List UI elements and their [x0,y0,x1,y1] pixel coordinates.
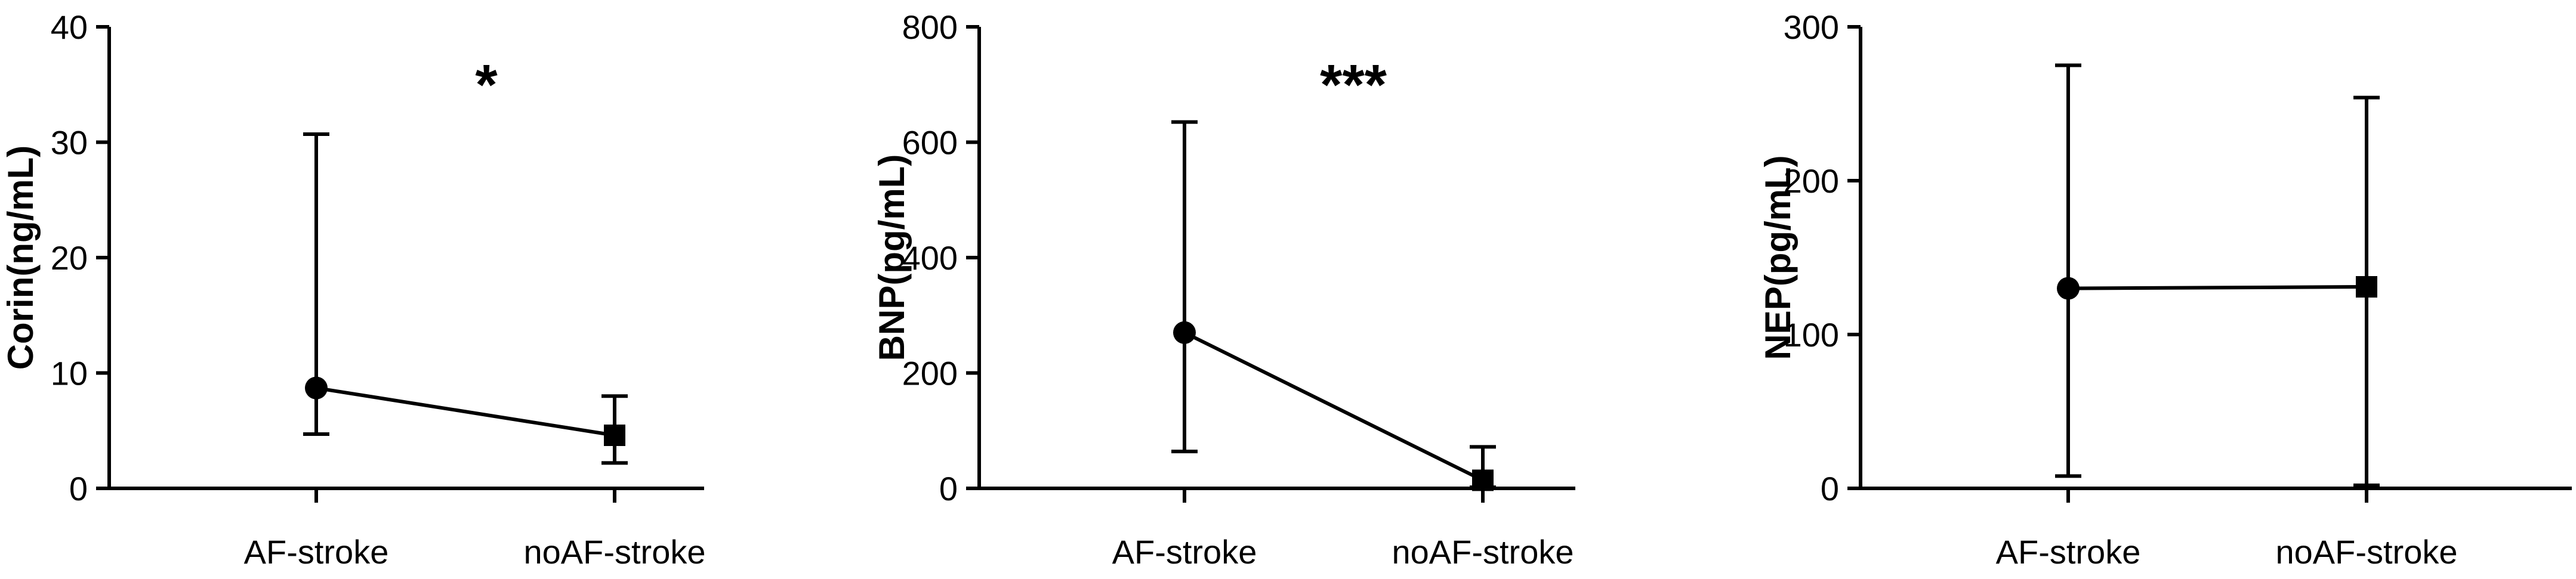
x-category-label: AF-stroke [1112,533,1257,571]
significance-marker: * [475,53,498,117]
y-tick-label: 800 [902,8,958,46]
y-tick-label: 20 [51,239,88,277]
data-point-square [1472,469,1494,491]
x-category-label: noAF-stroke [1392,533,1574,571]
y-tick-label: 600 [902,124,958,162]
y-axis-title: Corin(ng/mL) [1,145,41,370]
y-tick-label: 200 [1784,162,1839,200]
data-point-square [2356,276,2377,298]
data-point-circle [1173,321,1196,344]
y-tick-label: 300 [1784,8,1839,46]
y-axis-title: NEP(pg/mL) [1758,155,1798,360]
series-line [2068,285,2367,290]
y-axis-title: BNP(pg/mL) [872,154,912,361]
x-category-label: noAF-stroke [524,533,706,571]
x-category-label: AF-stroke [1996,533,2141,571]
series-line [316,386,615,437]
x-category-label: noAF-stroke [2276,533,2458,571]
data-point-circle [305,376,328,400]
series-line [1183,331,1484,482]
y-tick-label: 10 [51,355,88,392]
y-tick-label: 400 [902,239,958,277]
x-category-label: AF-stroke [244,533,389,571]
data-point-square [604,424,625,446]
y-tick-label: 0 [939,470,958,507]
y-tick-label: 0 [69,470,88,507]
data-point-circle [2057,277,2080,300]
y-tick-label: 30 [51,124,88,162]
significance-marker: *** [1320,53,1387,117]
y-tick-label: 40 [51,8,88,46]
y-tick-label: 0 [1821,470,1839,507]
y-tick-label: 200 [902,355,958,392]
y-tick-label: 100 [1784,316,1839,354]
